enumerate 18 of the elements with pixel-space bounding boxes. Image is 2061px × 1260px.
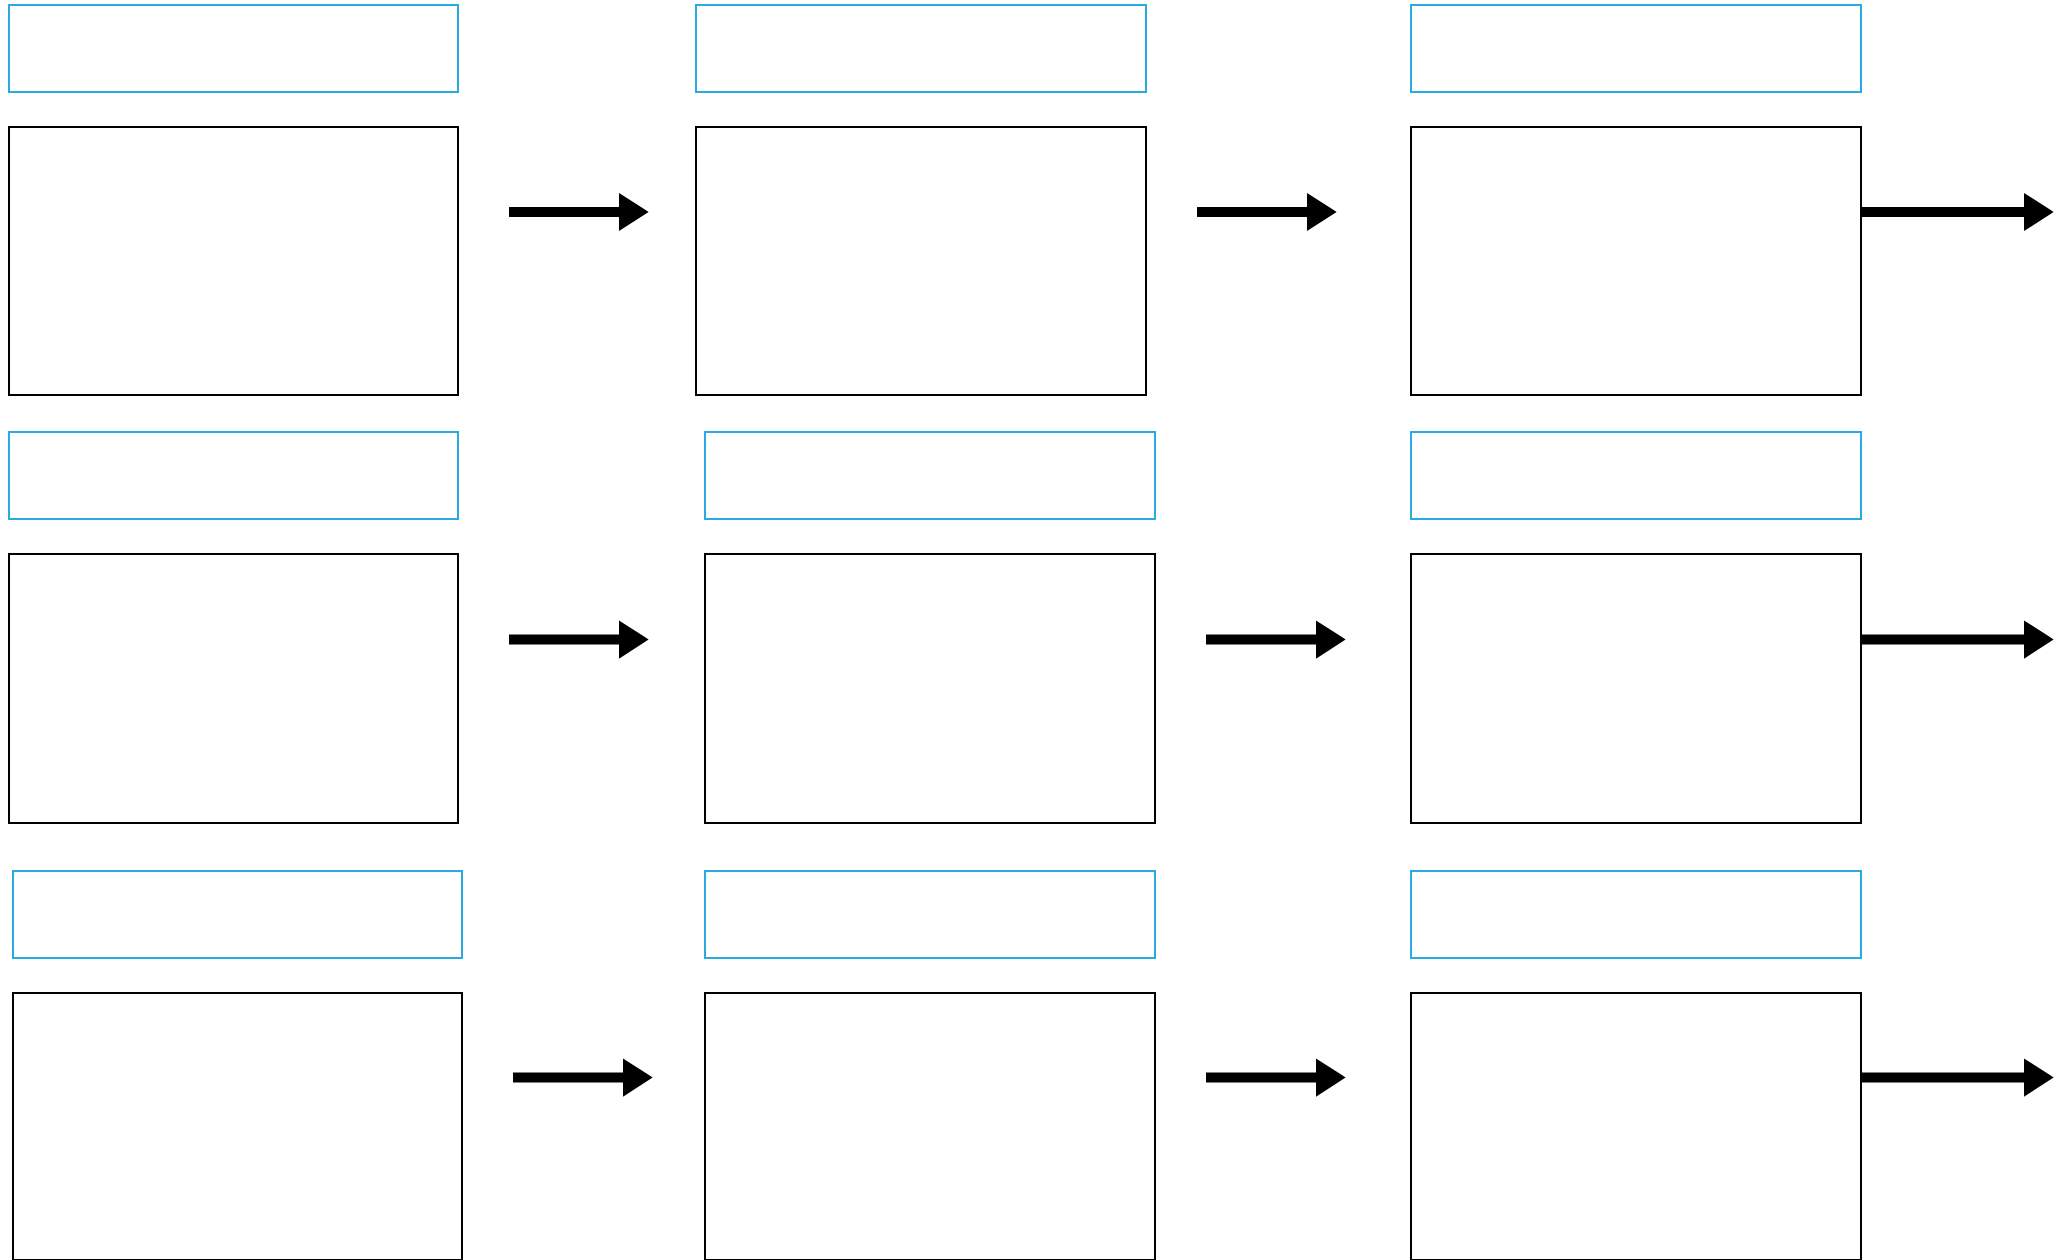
frame-box — [8, 553, 459, 824]
caption-box — [704, 870, 1156, 959]
frame-box — [1410, 553, 1862, 824]
caption-box — [695, 4, 1147, 93]
frame-box — [12, 992, 463, 1260]
caption-box — [1410, 431, 1862, 520]
frame-box — [1410, 992, 1862, 1260]
frame-box — [1410, 126, 1862, 396]
caption-box — [8, 4, 459, 93]
caption-box — [1410, 870, 1862, 959]
frame-box — [8, 126, 459, 396]
caption-box — [704, 431, 1156, 520]
caption-box — [8, 431, 459, 520]
frame-box — [704, 553, 1156, 824]
frame-box — [695, 126, 1147, 396]
frame-box — [704, 992, 1156, 1260]
caption-box — [12, 870, 463, 959]
caption-box — [1410, 4, 1862, 93]
